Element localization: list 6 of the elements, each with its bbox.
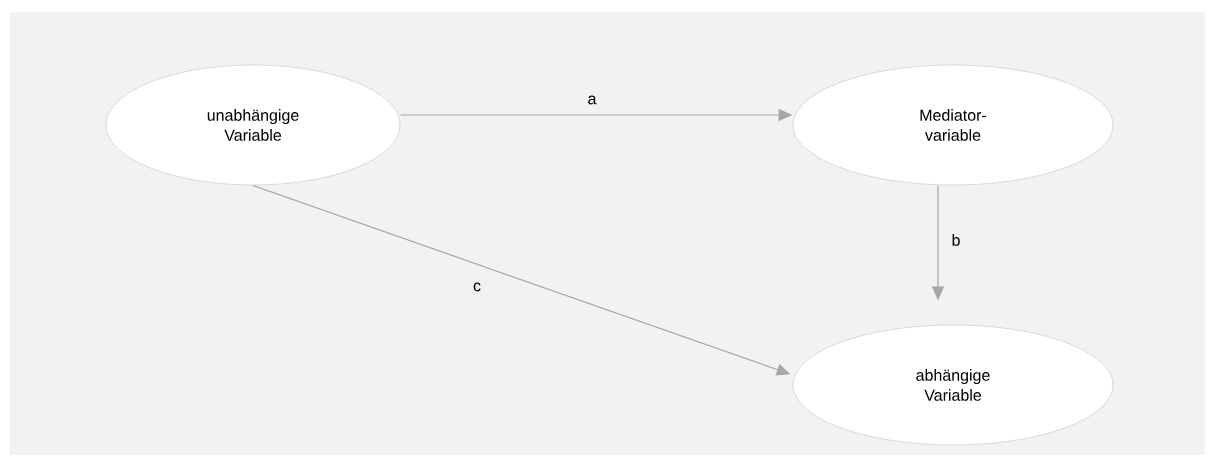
ellipse-node: abhängige Variable: [792, 324, 1114, 446]
edge-label: b: [950, 233, 962, 247]
ellipse-node: unabhängige Variable: [105, 64, 401, 186]
ellipse-node: Mediator- variable: [792, 64, 1114, 186]
edge-label: a: [586, 94, 598, 106]
edge-label: c: [472, 281, 482, 293]
